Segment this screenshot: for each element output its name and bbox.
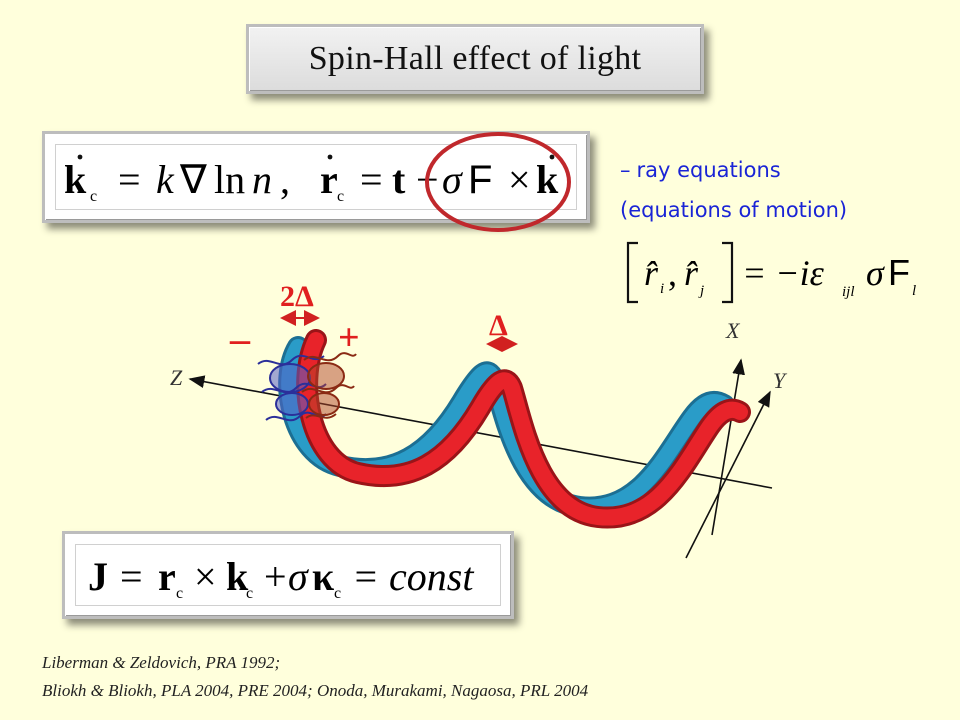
polarization-red-cluster (301, 352, 357, 419)
eq2-const: = const (352, 554, 474, 599)
eq2-r: r (158, 554, 176, 599)
eq1-sigma: σ (442, 157, 463, 202)
angular-momentum-inner (75, 544, 501, 606)
comm-rhs: = −iε (742, 253, 825, 293)
blue-wave-1 (269, 363, 311, 393)
angular-momentum-equation: J = r c × k c + σ κ c = const (88, 554, 474, 602)
slide-title: Spin-Hall effect of light (308, 40, 642, 77)
eq2-r-sub: c (176, 585, 183, 602)
x-axis-label: X (725, 318, 741, 343)
angular-momentum-box (62, 531, 514, 619)
red-wave-2 (308, 392, 340, 416)
eq1-kend-dot (549, 154, 555, 160)
ray-equation-1: k c = k ∇ ln n , r c = t − σ F × k (64, 154, 559, 205)
comm-F: F (888, 252, 910, 293)
commutator-left-bracket (626, 241, 638, 304)
eq1-n: n (252, 157, 272, 202)
ray-equations-box (42, 131, 590, 223)
eq2-k-sub: c (246, 585, 253, 602)
blue-wave-2 (275, 392, 309, 416)
eq1-k-dot (77, 154, 83, 160)
eq1-r-dot (327, 154, 333, 160)
ray-note-dash: – (620, 158, 631, 182)
eq2-J: J (88, 554, 108, 599)
eq1-k-sub: c (90, 188, 97, 205)
eq2-kappa: κ (312, 554, 334, 599)
eq2-kappa-sub: c (334, 585, 341, 602)
ray-note-line1: –ray equations (620, 150, 847, 190)
helix-red (299, 332, 748, 526)
red-wave-5 (305, 413, 337, 419)
comm-sub-i: i (660, 281, 664, 297)
eq2-plus: + (264, 554, 287, 599)
eq1-comma: , (280, 157, 290, 202)
ray-note-line2: (equations of motion) (620, 198, 848, 222)
red-wave-3 (303, 352, 357, 362)
commutator-right-bracket (722, 241, 734, 304)
z-axis-label: Z (170, 365, 183, 390)
y-axis-line (685, 390, 771, 559)
comm-comma: , (668, 253, 677, 293)
label-plus: + (338, 317, 360, 359)
x-axis-line (711, 358, 745, 536)
comm-sub-ijl: ijl (842, 284, 855, 300)
eq2-eq: = (120, 554, 143, 599)
comm-sigma: σ (866, 253, 885, 293)
label-minus: – (229, 316, 251, 361)
eq1-F: F (468, 158, 492, 202)
commutator-equation: r̂ i , r̂ j = −iε ijl σ F l (626, 241, 916, 304)
eq1-r-sub: c (337, 188, 344, 205)
label-delta: Δ (489, 309, 508, 342)
comm-rj: r̂ (684, 253, 699, 293)
eq1-ln: ln (214, 157, 245, 202)
reference-line-2: Bliokh & Bliokh, PLA 2004, PRE 2004; Ono… (42, 681, 589, 700)
label-2delta: 2Δ (280, 280, 314, 313)
eq1-kvar: k (156, 157, 175, 202)
ray-equations-note: –ray equations (equations of motion) (620, 150, 847, 230)
eq1-k: k (64, 157, 87, 202)
eq1-r: r (320, 157, 338, 202)
eq2-sigma: σ (288, 554, 309, 599)
eq2-k: k (226, 554, 249, 599)
eq1-eq: = (118, 157, 141, 202)
eq2-times: × (194, 554, 217, 599)
title-box: Spin-Hall effect of light (246, 24, 704, 94)
eq1-t: t (392, 157, 406, 202)
reference-line-1: Liberman & Zeldovich, PRA 1992; (42, 653, 281, 672)
eq1-times: × (508, 157, 531, 202)
red-wave-1 (307, 362, 345, 390)
eq1-nabla: ∇ (179, 157, 207, 202)
helix-trajectories (278, 329, 751, 529)
eq1-k-end: k (536, 157, 559, 202)
ray-equations-inner (55, 144, 577, 210)
comm-ri: r̂ (644, 253, 659, 293)
red-wave-4 (301, 384, 355, 394)
y-axis-label: Y (773, 368, 788, 393)
ray-note-text1: ray equations (636, 158, 781, 182)
polarization-blue-cluster (257, 354, 327, 422)
eq1-eq2: = (360, 157, 383, 202)
comm-sub-l: l (912, 283, 916, 299)
blue-wave-3 (257, 354, 325, 366)
comm-sub-j: j (698, 283, 704, 299)
berry-term-highlight (425, 132, 571, 232)
